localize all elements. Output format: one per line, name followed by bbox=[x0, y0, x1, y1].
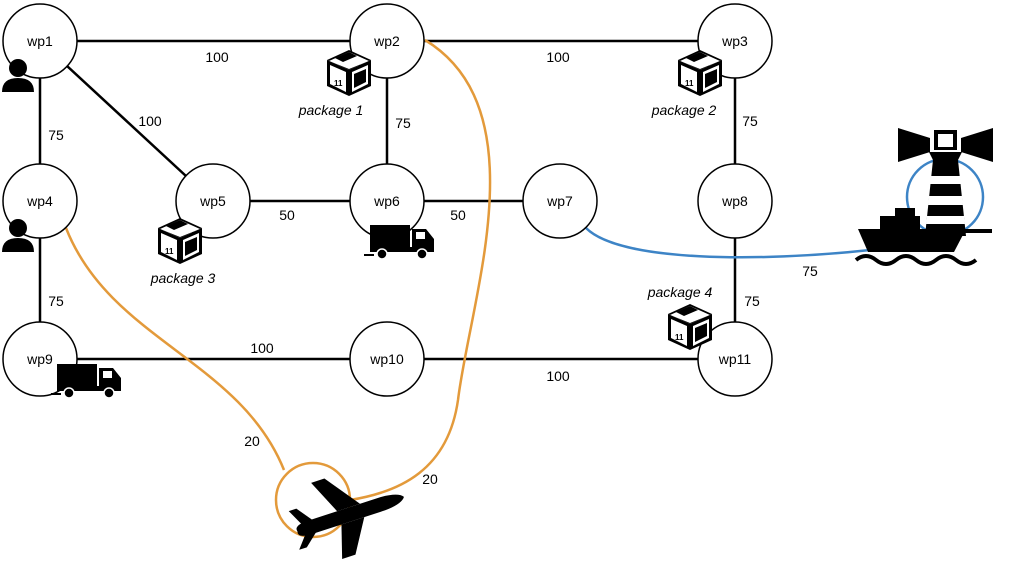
wp2-label: wp2 bbox=[373, 33, 400, 49]
air-edge-wp4-airport bbox=[64, 227, 286, 471]
waypoint-nodes: wp1 wp2 wp3 wp4 wp5 wp6 wp7 wp8 wp9 wp10… bbox=[2, 3, 773, 397]
edge-label-wp4-airport: 20 bbox=[244, 433, 260, 449]
edge-label-wp1-wp5: 100 bbox=[138, 113, 162, 129]
wp10-label: wp10 bbox=[369, 351, 404, 367]
package-1-label: package 1 bbox=[298, 102, 364, 118]
edge-label-wp1-wp2: 100 bbox=[205, 49, 229, 65]
package-2-label: package 2 bbox=[651, 102, 717, 118]
air-edge-wp2-airport bbox=[349, 38, 492, 502]
airplane-icon[interactable] bbox=[281, 457, 417, 564]
wp4-label: wp4 bbox=[26, 193, 53, 209]
wp7-label: wp7 bbox=[546, 193, 573, 209]
wp5-label: wp5 bbox=[199, 193, 226, 209]
wp1-node[interactable]: wp1 bbox=[2, 3, 78, 79]
edge-label-wp7-port: 75 bbox=[802, 263, 818, 279]
wp6-label: wp6 bbox=[373, 193, 400, 209]
wp11-node[interactable]: wp11 bbox=[697, 321, 773, 397]
wp5-node[interactable]: wp5 bbox=[175, 163, 251, 239]
edge-labels: 100 100 100 75 75 75 50 50 75 100 100 75… bbox=[48, 49, 818, 487]
edge-label-wp2-wp6: 75 bbox=[395, 115, 411, 131]
wp1-label: wp1 bbox=[26, 33, 53, 49]
edge-label-wp9-wp10: 100 bbox=[250, 340, 274, 356]
wp3-label: wp3 bbox=[721, 33, 748, 49]
edge-label-wp2-wp3: 100 bbox=[546, 49, 570, 65]
wp8-node[interactable]: wp8 bbox=[697, 163, 773, 239]
edge-label-wp3-wp8: 75 bbox=[742, 113, 758, 129]
wp10-node[interactable]: wp10 bbox=[349, 321, 425, 397]
wp9-label: wp9 bbox=[26, 351, 53, 367]
edge-wp1-wp5 bbox=[39, 40, 214, 202]
wp7-node[interactable]: wp7 bbox=[522, 163, 598, 239]
edge-label-wp8-wp11: 75 bbox=[744, 293, 760, 309]
truck-icon-wp6[interactable] bbox=[363, 224, 435, 260]
edge-label-wp4-wp9: 75 bbox=[48, 293, 64, 309]
wp11-label: wp11 bbox=[718, 351, 752, 367]
edge-label-wp1-wp4: 75 bbox=[48, 127, 64, 143]
edge-label-wp5-wp6: 50 bbox=[279, 207, 295, 223]
truck-icon-wp9[interactable] bbox=[50, 363, 122, 399]
wp8-label: wp8 bbox=[721, 193, 748, 209]
edge-label-wp10-wp11: 100 bbox=[546, 368, 570, 384]
package-3-label: package 3 bbox=[150, 270, 216, 286]
edge-label-wp6-wp7: 50 bbox=[450, 207, 466, 223]
edge-label-wp2-airport: 20 bbox=[422, 471, 438, 487]
ship-icon[interactable] bbox=[854, 208, 978, 266]
lighthouse-icon[interactable] bbox=[898, 128, 993, 236]
wp4-node[interactable]: wp4 bbox=[2, 163, 78, 239]
package-4-label: package 4 bbox=[647, 284, 713, 300]
sea-edge-wp7-port bbox=[585, 227, 871, 259]
air-edges bbox=[64, 38, 492, 539]
